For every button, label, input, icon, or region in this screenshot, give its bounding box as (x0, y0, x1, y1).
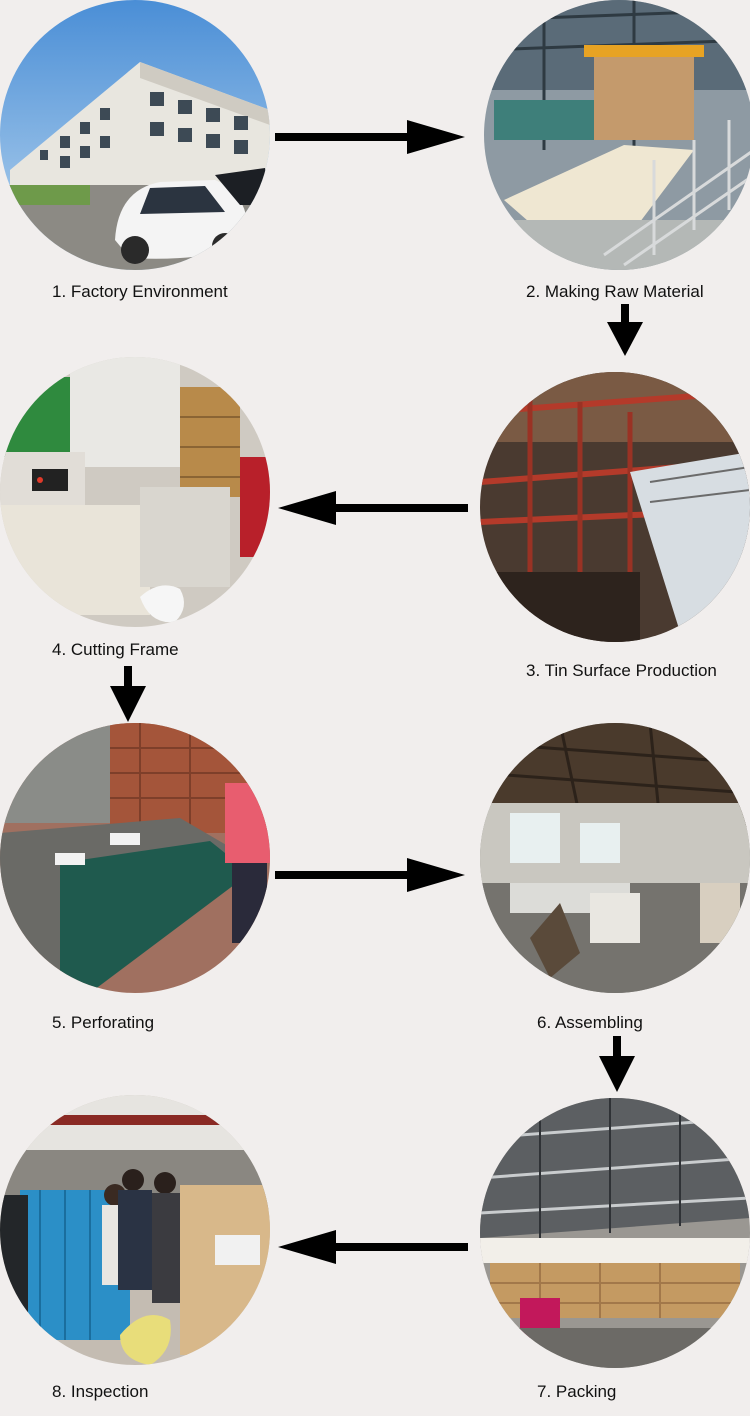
packing-warehouse-photo (480, 1098, 750, 1368)
step-4-photo (0, 357, 270, 627)
cutting-machine-photo (0, 357, 270, 627)
arrow-down-icon (110, 666, 146, 722)
assembly-warehouse-photo (480, 723, 750, 993)
arrow-left-icon (278, 1230, 468, 1264)
step-7-label: 7. Packing (537, 1382, 617, 1401)
arrow-left-icon (278, 491, 468, 525)
inspection-photo (0, 1095, 270, 1365)
production-line-photo (480, 372, 750, 642)
step-2-photo (484, 0, 750, 270)
paper-machine-photo (484, 0, 750, 270)
step-1-photo (0, 0, 270, 270)
step-8-photo (0, 1095, 270, 1365)
factory-building-photo (0, 0, 270, 270)
step-2-label: 2. Making Raw Material (526, 282, 704, 301)
arrow-down-icon (607, 304, 643, 356)
perforating-table-photo (0, 723, 270, 993)
arrow-right-icon (275, 120, 465, 154)
step-5-label: 5. Perforating (52, 1013, 155, 1032)
step-6-photo (480, 723, 750, 993)
step-3-label: 3. Tin Surface Production (526, 661, 717, 680)
arrow-down-icon (599, 1036, 635, 1092)
arrow-right-icon (275, 858, 465, 892)
step-3-photo (480, 372, 750, 642)
step-8-label: 8. Inspection (52, 1382, 149, 1401)
step-7-photo (480, 1098, 750, 1368)
step-4-label: 4. Cutting Frame (52, 640, 179, 659)
step-1-label: 1. Factory Environment (52, 282, 228, 301)
step-5-photo (0, 723, 270, 993)
step-6-label: 6. Assembling (537, 1013, 643, 1032)
